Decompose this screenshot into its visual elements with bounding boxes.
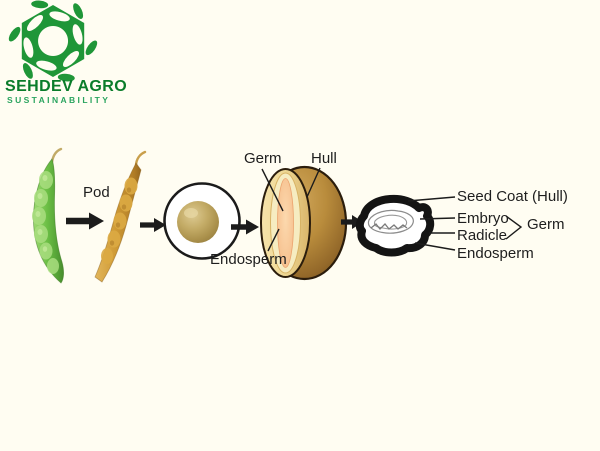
seed-germ	[277, 178, 294, 268]
split-seed-illustration	[260, 165, 348, 281]
company-name: SEHDEV AGRO	[5, 78, 128, 95]
split-seed-leader-lines	[261, 167, 321, 252]
embryo-label: Embryo	[457, 210, 509, 227]
radicle-sketch-line	[370, 223, 408, 230]
endosperm-cs-leader-line	[414, 242, 456, 251]
endosperm-leader-line	[267, 228, 280, 252]
seed-coat-label: Seed Coat (Hull)	[457, 188, 568, 205]
dried-pod-stem	[134, 150, 147, 168]
green-pod-illustration	[32, 147, 64, 284]
leaf-wreath-icon	[8, 0, 98, 82]
wreath-inner-leaves	[23, 11, 83, 71]
pod-label: Pod	[83, 184, 110, 201]
hull-label: Hull	[311, 150, 337, 167]
germ-label: Germ	[244, 150, 282, 167]
seed-coat-leader-line	[407, 196, 456, 202]
whole-seed-illustration	[163, 182, 241, 260]
endosperm-split-label: Endosperm	[210, 251, 287, 268]
arrow-right-1	[66, 212, 104, 230]
hull-leader-line	[306, 167, 321, 198]
seed-cross-section-illustration	[355, 194, 435, 257]
dried-pod-texture-dots	[109, 187, 132, 246]
wreath-outer-leaves	[8, 0, 98, 82]
arrow-right-2	[140, 218, 166, 232]
germ-group-bracket	[505, 215, 523, 240]
germ-group-label: Germ	[527, 216, 565, 233]
cross-section-leader-lines	[407, 196, 523, 251]
radicle-label: Radicle	[457, 227, 508, 244]
endosperm-cross-section-label: Endosperm	[457, 245, 534, 262]
seed-highlight	[184, 208, 198, 218]
germ-leader-line	[261, 168, 284, 212]
arrow-right-3	[231, 219, 259, 235]
whole-seed	[177, 201, 219, 243]
green-pod-stem	[50, 147, 63, 164]
embryo-sketch-line	[367, 209, 414, 234]
company-tagline: SUSTAINABILITY	[7, 95, 111, 105]
green-pod-highlights	[35, 175, 48, 252]
dried-pod-illustration	[94, 150, 147, 283]
embryo-leader-line	[419, 217, 456, 220]
